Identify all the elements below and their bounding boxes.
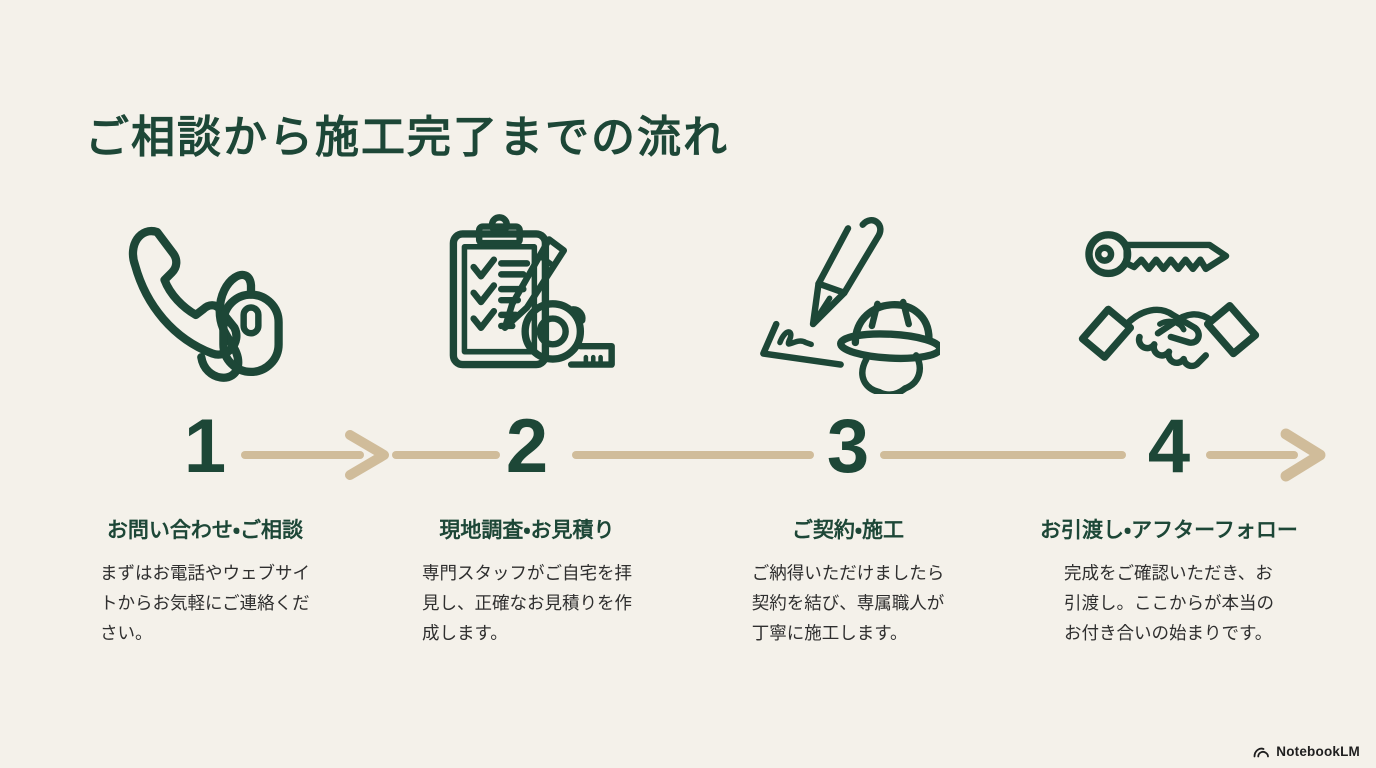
handshake-fingers	[1135, 333, 1210, 370]
handshake-left-hand	[1123, 306, 1202, 346]
step-1-number: 1	[183, 404, 227, 489]
mouse-wheel	[240, 304, 262, 337]
helmet-brim	[837, 330, 940, 363]
pen-body	[841, 217, 884, 297]
step-3-number: 3	[826, 404, 870, 489]
tape-measure-tab	[569, 306, 586, 324]
tape-ticks	[583, 354, 603, 367]
helmet-dome	[851, 301, 933, 347]
check-lines-1	[498, 260, 531, 278]
step-1-title: お問い合わせ・ご相談	[106, 519, 304, 542]
pen-nib	[809, 280, 848, 328]
phone-and-mouse-icon	[128, 227, 283, 382]
timeline-arrows	[241, 428, 1326, 482]
step-4-number: 4	[1147, 404, 1191, 489]
handshake-left-sleeve	[1078, 305, 1135, 361]
step-1-desc-wrap: まずはお電話やウェブサイ トからお気軽にご連絡くだ さい。	[44, 558, 366, 648]
signature-line	[760, 320, 844, 368]
pen-signature-and-helmet-icon	[760, 217, 940, 394]
page-title: ご相談から施工完了までの流れ	[85, 113, 729, 163]
notebooklm-logo-icon	[1253, 747, 1270, 757]
pencil	[501, 236, 568, 331]
step-4-title: お引渡し・アフターフォロー	[1040, 519, 1298, 542]
step-2-number: 2	[505, 404, 549, 489]
key-and-handshake-icon	[1078, 231, 1260, 370]
step-column-2: 2 現地調査・お見積り 専門スタッフがご自宅を拝 見し、正確なお見積りを作 成し…	[366, 0, 688, 768]
footer-logo-text: NotebookLM	[1276, 744, 1360, 759]
helmet-ridges	[868, 298, 912, 330]
step-4-description: 完成をご確認いただき、お 引渡し。ここからが本当の お付き合いの始まりです。	[1064, 563, 1274, 643]
step-3-icon-box	[756, 210, 940, 394]
step-3-desc-wrap: ご納得いただけましたら 契約を結び、専属職人が 丁寧に施工します。	[687, 558, 1009, 648]
tape-measure-hub	[536, 315, 569, 348]
arrowhead-4-icon	[1280, 428, 1326, 482]
arrowhead-1-icon	[345, 430, 389, 480]
helmet-face-right	[901, 352, 923, 392]
checkmark-2	[470, 282, 498, 306]
checkmark-3	[470, 307, 498, 331]
helmet-face-left	[859, 355, 883, 394]
pencil-band	[537, 253, 556, 268]
checkmark-1	[470, 256, 498, 280]
step-2-desc-wrap: 専門スタッフがご自宅を拝 見し、正確なお見積りを作 成します。	[366, 558, 688, 648]
tape-measure-case	[521, 300, 585, 363]
step-column-4: 4 お引渡し・アフターフォロー 完成をご確認いただき、お 引渡し。ここからが本当…	[1008, 0, 1330, 768]
step-1-icon-box	[113, 210, 297, 394]
handshake-right-sleeve	[1203, 302, 1260, 358]
step-column-3: 3 ご契約・施工 ご納得いただけましたら 契約を結び、専属職人が 丁寧に施工しま…	[687, 0, 1009, 768]
step-2-icon-box	[435, 210, 619, 394]
step-3-description: ご納得いただけましたら 契約を結び、専属職人が 丁寧に施工します。	[751, 563, 945, 643]
logo-arc-inner	[1257, 750, 1270, 757]
step-column-1: 1 お問い合わせ・ご相談 まずはお電話やウェブサイ トからお気軽にご連絡くだ さ…	[44, 0, 366, 768]
pen-nib-slit	[810, 295, 833, 327]
mouse-body	[219, 290, 283, 377]
step-2-title: 現地調査・お見積り	[439, 519, 615, 542]
pen-body-edge	[815, 225, 852, 287]
step-2-description: 専門スタッフがご自宅を拝 見し、正確なお見積りを作 成します。	[422, 563, 632, 643]
helmet-chin-strap	[876, 385, 909, 394]
step-4-desc-wrap: 完成をご確認いただき、お 引渡し。ここからが本当の お付き合いの始まりです。	[1008, 558, 1330, 648]
logo-arc-outer	[1253, 747, 1265, 757]
handshake-thumb	[1157, 318, 1187, 333]
key-hole	[1094, 244, 1115, 264]
step-1-description: まずはお電話やウェブサイ トからお気軽にご連絡くだ さい。	[100, 563, 310, 643]
clipboard-clip	[475, 223, 523, 247]
phone-handset	[128, 227, 241, 359]
step-3-title: ご契約・施工	[791, 519, 905, 542]
clipboard-checklist-and-tape-measure-icon	[449, 214, 615, 369]
footer-branding: NotebookLM	[1253, 744, 1360, 759]
step-4-icon-box	[1077, 210, 1261, 394]
signature-squiggle	[777, 329, 814, 348]
key-shaft	[1123, 241, 1230, 273]
